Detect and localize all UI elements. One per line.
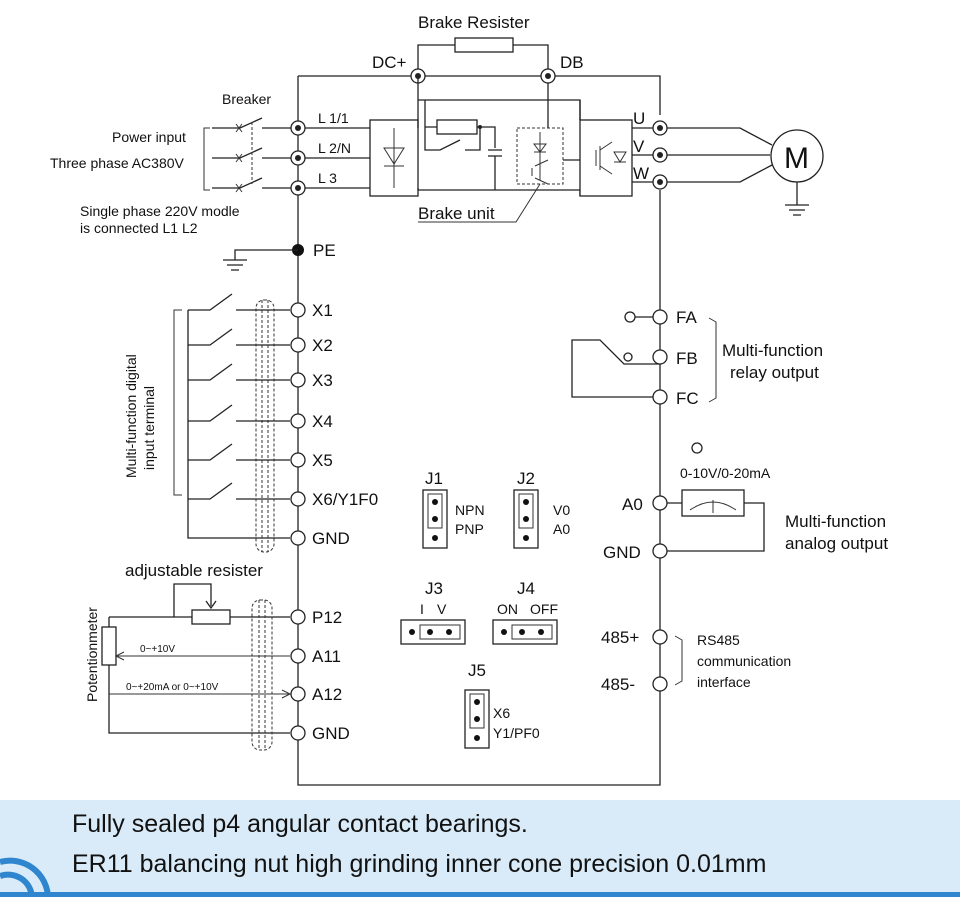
wave-decoration-icon xyxy=(0,857,51,897)
motor-label: M xyxy=(784,142,809,175)
a12-range-label: 0~+20mA or 0~+10V xyxy=(126,682,219,693)
analog-label-1: Multi-function xyxy=(785,512,886,531)
inverter-body-top-edge xyxy=(298,75,661,115)
potentiometer-label: Potentionmeter xyxy=(84,607,100,702)
j3-opt2: V xyxy=(437,601,447,617)
terminal-x4-label: X4 xyxy=(312,412,333,431)
terminal-x6-label: X6/Y1F0 xyxy=(312,490,378,509)
analog-range-label: 0-10V/0-20mA xyxy=(680,465,771,481)
igbt-icon xyxy=(595,141,627,175)
db-label: DB xyxy=(560,53,584,72)
terminal-485-plus xyxy=(652,629,668,645)
breaker-label: Breaker xyxy=(222,91,271,107)
rs485-label-3: interface xyxy=(697,674,751,690)
j2-label: J2 xyxy=(517,469,535,488)
terminal-x2-label: X2 xyxy=(312,336,333,355)
l3-label: L 3 xyxy=(318,170,337,186)
j4-opt1: ON xyxy=(497,601,518,617)
j2-opt2: A0 xyxy=(553,521,570,537)
breaker-switches xyxy=(212,117,292,193)
igbt-block xyxy=(579,119,633,197)
footer-line-1: Fully sealed p4 angular contact bearings… xyxy=(72,810,528,838)
footer-banner: Fully sealed p4 angular contact bearings… xyxy=(0,800,960,897)
precharge-resistor xyxy=(436,119,478,135)
analog-label-2: analog output xyxy=(785,534,888,553)
j4-opt2: OFF xyxy=(530,601,558,617)
w-label: W xyxy=(633,164,649,183)
brake-resistor xyxy=(454,37,514,53)
j3-label: J3 xyxy=(425,579,443,598)
terminal-fa xyxy=(652,309,668,325)
dc-plus-label: DC+ xyxy=(372,53,407,72)
diode-icon xyxy=(383,128,405,188)
j4-label: J4 xyxy=(517,579,535,598)
inverter-body-left-edge xyxy=(297,76,661,786)
l2-label: L 2/N xyxy=(318,140,351,156)
j1-opt2: PNP xyxy=(455,521,484,537)
single-phase-label-2: is connected L1 L2 xyxy=(80,220,198,236)
terminal-p12 xyxy=(290,609,306,625)
j3-opt1: I xyxy=(420,601,424,617)
ground-icon xyxy=(785,182,809,216)
brake-resister-label: Brake Resister xyxy=(418,13,530,32)
v-label: V xyxy=(633,137,645,156)
pe-ground-icon xyxy=(223,249,298,271)
terminal-gnd-bottom xyxy=(290,725,306,741)
relay-label-1: Multi-function xyxy=(722,341,823,360)
terminal-a11 xyxy=(290,648,306,664)
p12-label: P12 xyxy=(312,608,342,627)
potentiometer xyxy=(101,626,117,666)
gnd-right-label: GND xyxy=(603,543,641,562)
u-label: U xyxy=(633,109,645,128)
pe-label: PE xyxy=(313,241,336,260)
wiring-diagram: Brake Resister DC+ DB Breaker Power inpu… xyxy=(50,13,888,786)
fc-label: FC xyxy=(676,389,699,408)
gnd-bottom-label: GND xyxy=(312,724,350,743)
fa-label: FA xyxy=(676,308,697,327)
footer-line-2: ER11 balancing nut high grinding inner c… xyxy=(72,850,767,878)
three-phase-label: Three phase AC380V xyxy=(50,155,185,171)
terminal-x5-label: X5 xyxy=(312,451,333,470)
terminal-a12 xyxy=(290,686,306,702)
a12-label: A12 xyxy=(312,685,342,704)
adjustable-resister-label: adjustable resister xyxy=(125,561,263,580)
j1-opt1: NPN xyxy=(455,502,485,518)
terminal-fc xyxy=(652,389,668,405)
digital-input-label-2: input terminal xyxy=(141,386,157,470)
a11-range-label: 0~+10V xyxy=(140,644,175,655)
shield-cable-analog xyxy=(251,599,273,751)
terminal-gnd-right xyxy=(652,543,668,559)
rs485-plus-label: 485+ xyxy=(601,628,639,647)
terminal-gnd-label: GND xyxy=(312,529,350,548)
relay-label-2: relay output xyxy=(730,363,819,382)
adjustable-resistor xyxy=(191,609,231,625)
brake-unit-label: Brake unit xyxy=(418,204,495,223)
j5-label: J5 xyxy=(468,661,486,680)
terminal-485-minus xyxy=(652,676,668,692)
rs485-minus-label: 485- xyxy=(601,675,635,694)
l1-label: L 1/1 xyxy=(318,110,349,126)
footer-accent-bar xyxy=(0,892,960,897)
j1-label: J1 xyxy=(425,469,443,488)
single-phase-label-1: Single phase 220V modle xyxy=(80,203,240,219)
terminal-x1-label: X1 xyxy=(312,301,333,320)
rs485-label-2: communication xyxy=(697,653,791,669)
j2-opt1: V0 xyxy=(553,502,570,518)
digital-input-label-1: Multi-function digital xyxy=(123,354,139,478)
digital-input-terminals xyxy=(290,302,306,546)
rs485-label-1: RS485 xyxy=(697,632,740,648)
terminal-a0 xyxy=(652,495,668,511)
terminal-x3-label: X3 xyxy=(312,371,333,390)
terminal-fb xyxy=(652,349,668,365)
shield-cable-digital xyxy=(255,299,275,553)
a0-label: A0 xyxy=(622,495,643,514)
power-input-label: Power input xyxy=(112,129,186,145)
fb-label: FB xyxy=(676,349,698,368)
a11-label: A11 xyxy=(312,647,341,666)
digital-input-switches xyxy=(188,293,290,500)
j5-opt1: X6 xyxy=(493,705,510,721)
j5-opt2: Y1/PF0 xyxy=(493,725,540,741)
